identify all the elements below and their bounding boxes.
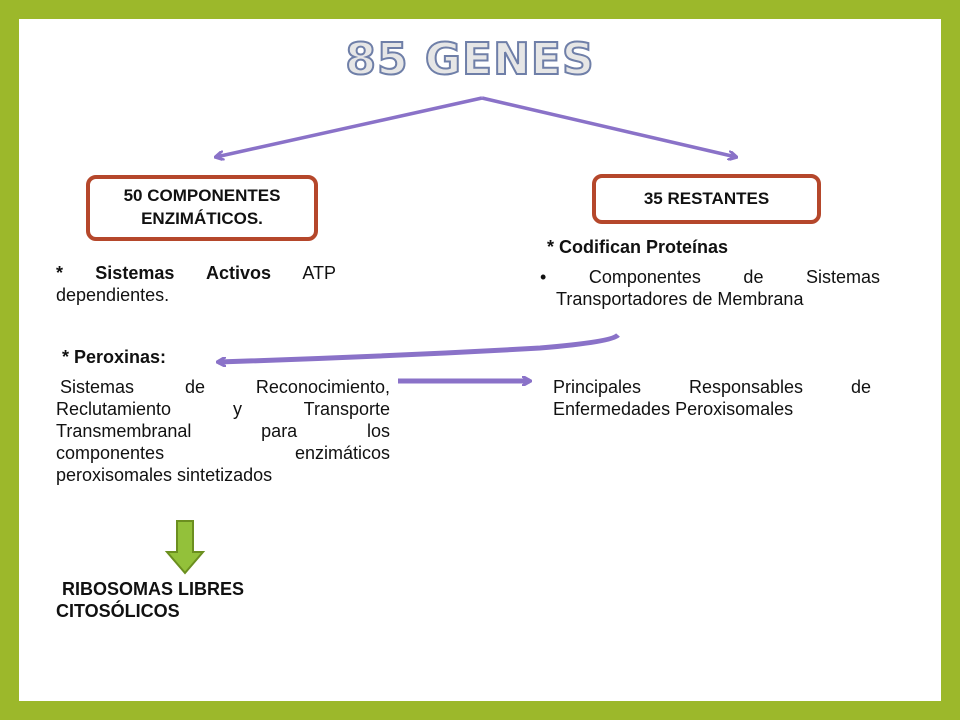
- arrow-title-to-right: [481, 96, 736, 157]
- enzymatic-line1: 50 COMPONENTES: [123, 186, 281, 206]
- ribosomas-line1: RIBOSOMAS LIBRES: [62, 579, 245, 599]
- principales-line1: Principales Responsables de: [553, 377, 871, 397]
- remaining-box: 35 RESTANTES: [592, 174, 821, 224]
- sistemas-line2: dependientes.: [56, 285, 170, 305]
- peroxinas-line-2: Reclutamiento y Transporte: [56, 399, 390, 419]
- remaining-label: 35 RESTANTES: [643, 188, 770, 208]
- enzymatic-line2: ENZIMÁTICOS.: [141, 209, 263, 228]
- green-down-arrow: [164, 520, 206, 575]
- principales-line2: Enfermedades Peroxisomales: [553, 399, 794, 419]
- peroxinas-line-1: Sistemas de Reconocimiento,: [60, 377, 390, 397]
- codifican-proteinas: * Codifican Proteínas: [547, 237, 729, 257]
- sistemas-line1: * Sistemas Activos ATP: [56, 262, 336, 284]
- ribosomas-line2: CITOSÓLICOS: [56, 601, 180, 621]
- componentes-line2: Transportadores de Membrana: [556, 289, 804, 309]
- principales-responsables: Principales Responsables de Enfermedades…: [553, 376, 871, 420]
- componentes-line1: • Componentes de Sistemas: [540, 266, 880, 288]
- componentes-membrana: • Componentes de Sistemas Transportadore…: [540, 266, 880, 310]
- arrow-title-to-left: [216, 96, 483, 157]
- sistemas-bold: * Sistemas Activos: [56, 263, 272, 283]
- peroxinas-line-4: componentes enzimáticos: [56, 443, 390, 463]
- enzymatic-components-box: 50 COMPONENTES ENZIMÁTICOS.: [86, 175, 318, 241]
- ribosomas-libres: RIBOSOMAS LIBRES CITOSÓLICOS: [56, 578, 356, 622]
- sistemas-rest: ATP: [271, 263, 336, 283]
- page-title: 85 GENES: [344, 34, 595, 85]
- peroxinas-title: * Peroxinas:: [62, 347, 167, 367]
- peroxinas-description: Sistemas de Reconocimiento, Reclutamient…: [56, 376, 390, 486]
- sistemas-activos: * Sistemas Activos ATP dependientes.: [56, 262, 336, 306]
- peroxinas-line-3: Transmembranal para los: [56, 421, 390, 441]
- arrow-curve-to-peroxinas: [218, 332, 620, 362]
- componentes-text: Componentes de Sistemas: [588, 267, 880, 287]
- peroxinas-line-5: peroxisomales sintetizados: [56, 465, 273, 485]
- bullet: •: [540, 267, 547, 287]
- slide: [19, 19, 941, 701]
